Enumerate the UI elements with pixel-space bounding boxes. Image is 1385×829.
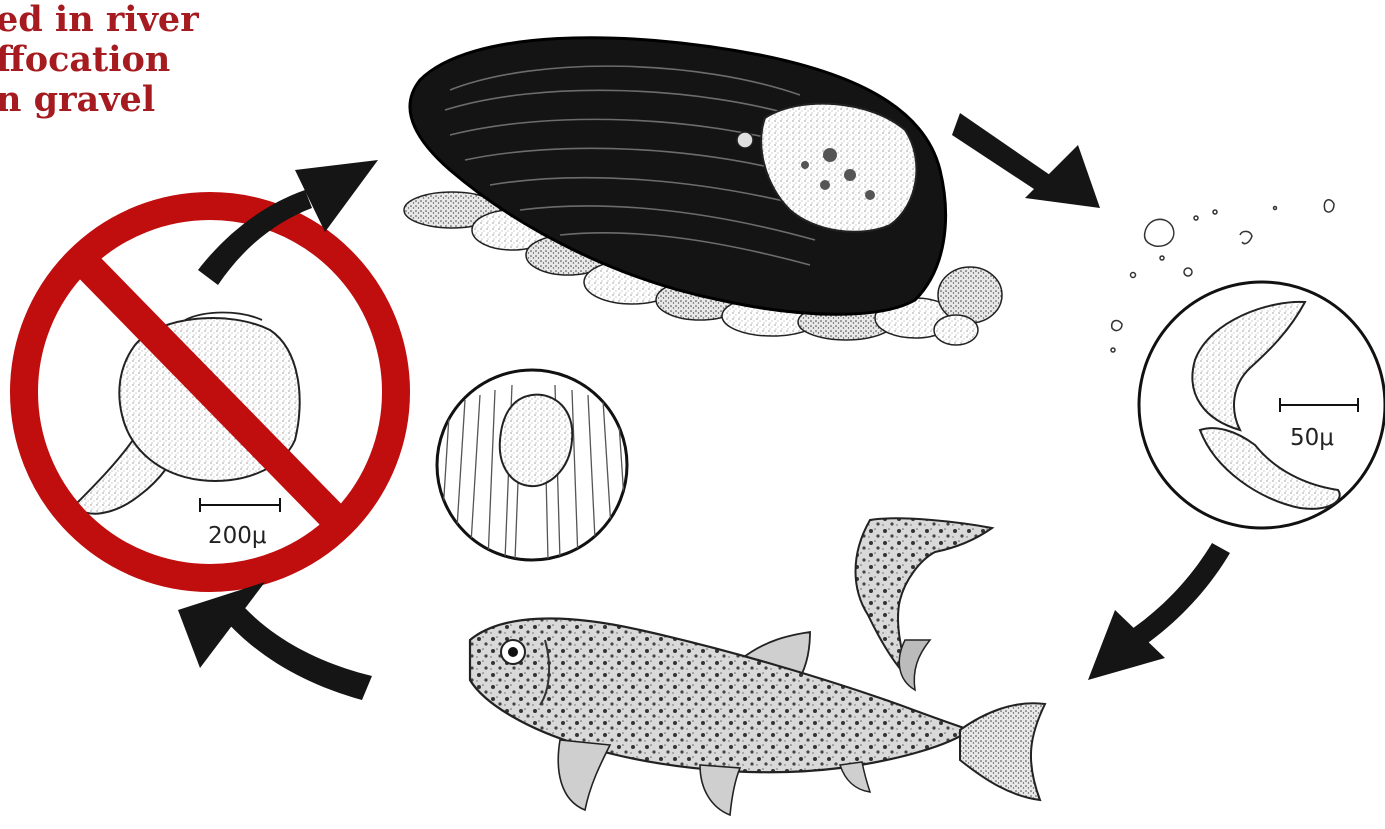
small-fish: [856, 518, 993, 690]
curved-arrow-icon: [1088, 543, 1230, 680]
gill-detail: [437, 370, 628, 560]
adult-mussel: [404, 38, 1002, 345]
trout-tail: [960, 703, 1045, 800]
curved-arrow-icon: [178, 582, 372, 700]
scale-label-glochidium: 50μ: [1290, 425, 1334, 451]
glochidium-detail: 50μ: [1139, 282, 1385, 528]
host-trout: [470, 619, 1045, 815]
scale-bar-200: 200μ: [200, 498, 280, 549]
scale-label-larva: 200μ: [208, 523, 267, 549]
curved-arrow-icon: [952, 113, 1100, 208]
